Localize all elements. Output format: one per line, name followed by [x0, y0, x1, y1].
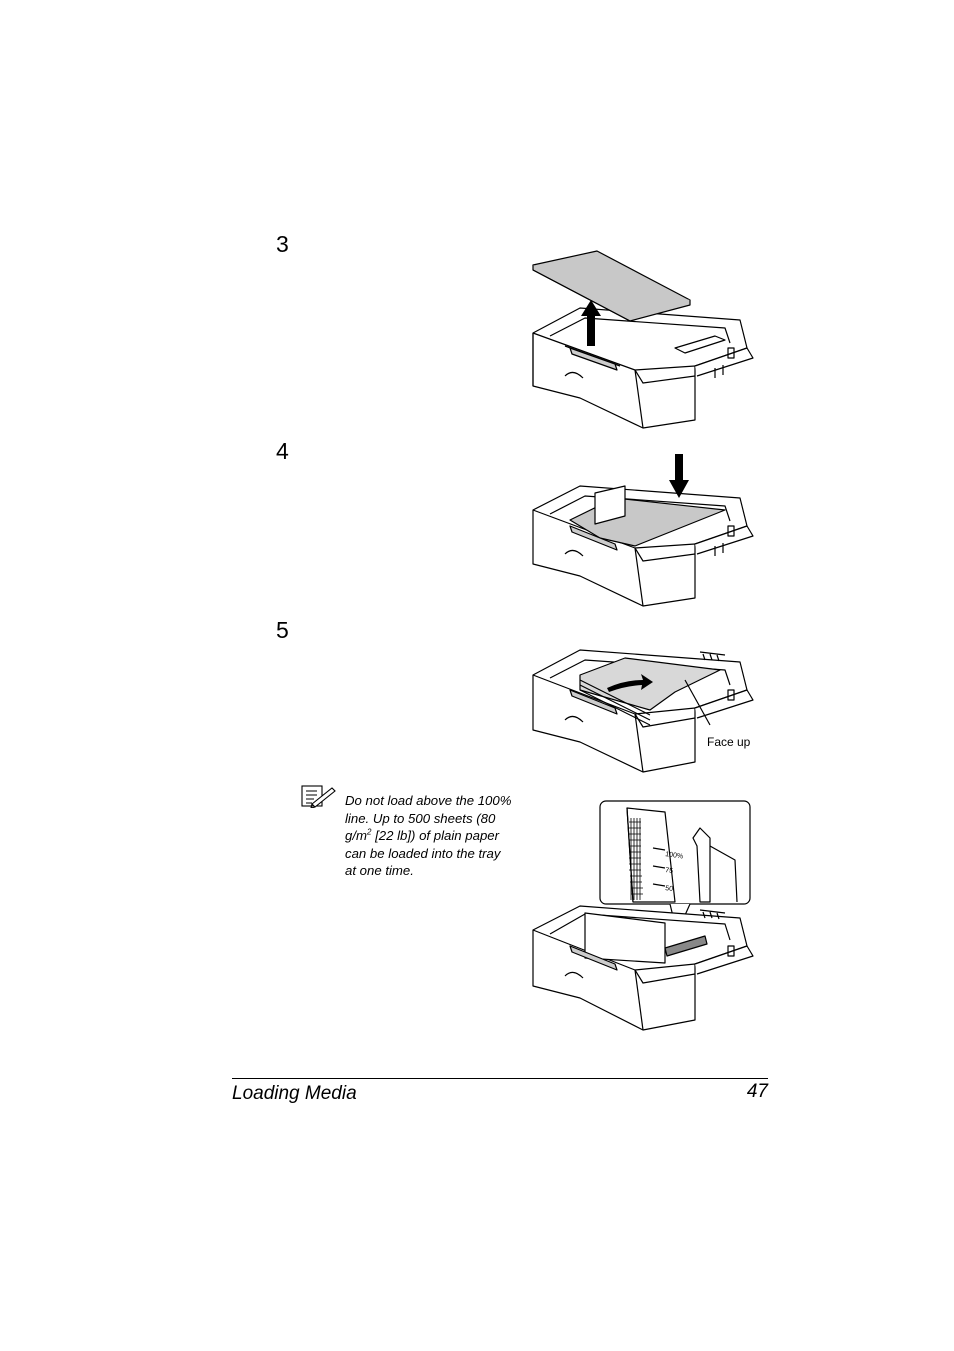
note-text: Do not load above the 100% line. Up to 5… [345, 792, 515, 880]
step-number-3: 3 [276, 231, 289, 257]
step-number-5: 5 [276, 617, 289, 643]
tray-load-paper-illustration [532, 649, 754, 773]
note-text-after-sup: [22 lb]) of plain paper can be loaded in… [345, 828, 501, 879]
gauge-label-75: 75 [665, 867, 674, 875]
gauge-label-100: 100% [665, 851, 684, 860]
footer-section-title: Loading Media [232, 1083, 357, 1104]
footer-page-number: 47 [746, 1081, 768, 1102]
tray-lid-removal-illustration [532, 250, 754, 429]
face-up-label: Face up [707, 735, 751, 749]
tray-press-plate-illustration [532, 454, 754, 607]
note-text-before-sup: Do not load above the 100% line. Up to 5… [345, 793, 512, 844]
footer-divider [232, 1078, 768, 1079]
note-text-sup: 2 [366, 827, 372, 837]
tray-fill-limit-illustration: 100% 75 50 [532, 800, 754, 1031]
step-number-4: 4 [276, 438, 289, 464]
note-pencil-icon [301, 785, 336, 808]
gauge-label-50: 50 [665, 885, 674, 893]
